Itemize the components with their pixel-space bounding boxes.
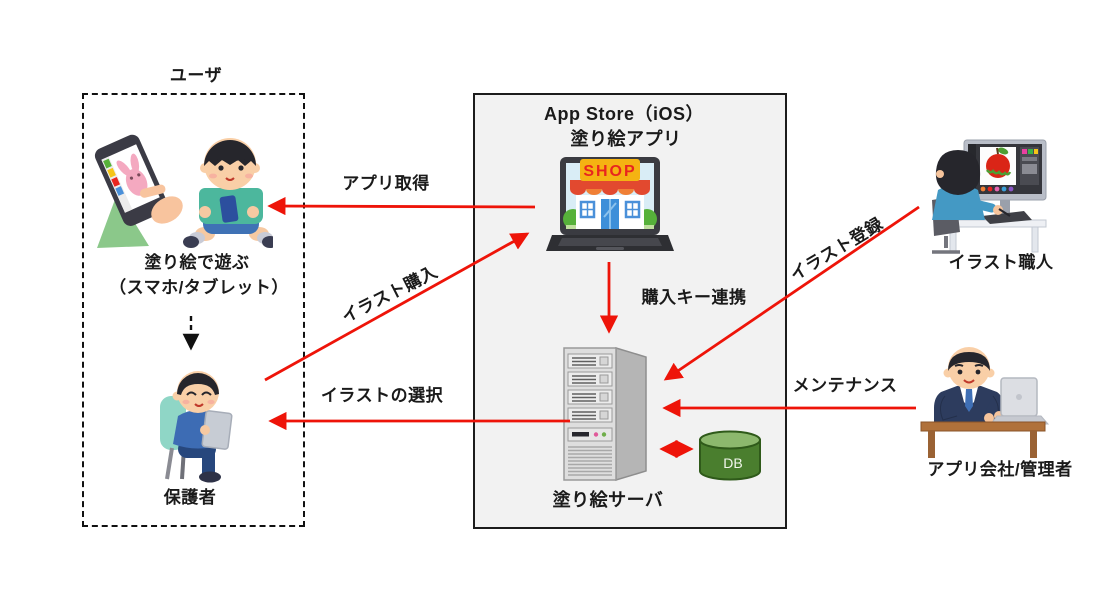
server-tower-icon bbox=[563, 346, 647, 482]
admin-label: アプリ会社/管理者 bbox=[927, 460, 1073, 479]
pointing-hand-shape bbox=[139, 184, 183, 224]
guardian-shape bbox=[172, 371, 233, 483]
play-caption-line1: 塗り絵で遊ぶ bbox=[144, 253, 250, 272]
illustrator-label: イラスト職人 bbox=[948, 253, 1054, 272]
admin-person-shape bbox=[934, 347, 1004, 423]
flow-label-illust-register: イラスト登録 bbox=[786, 214, 887, 285]
sleeve-shape bbox=[97, 194, 149, 248]
flow-label-purchase-key: 購入キー連携 bbox=[641, 288, 747, 307]
db-label: DB bbox=[723, 455, 742, 471]
flow-label-maintenance: メンテナンス bbox=[792, 376, 898, 395]
app-store-shop-icon: SHOP bbox=[546, 157, 674, 251]
illustrator-illustration bbox=[932, 139, 1047, 254]
flow-label-app-get: アプリ取得 bbox=[342, 174, 430, 193]
vent-grille bbox=[568, 446, 612, 476]
monitor-shape bbox=[963, 139, 1047, 220]
shop-sign bbox=[580, 159, 640, 181]
illustrator-person-shape bbox=[932, 150, 1011, 220]
user-box-title: ユーザ bbox=[169, 66, 223, 85]
flow-label-illust-purchase: イラスト購入 bbox=[338, 262, 441, 327]
server-label: 塗り絵サーバ bbox=[552, 490, 664, 510]
database-icon: DB bbox=[699, 430, 761, 481]
child-playing-illustration bbox=[94, 134, 273, 248]
laptop-shape bbox=[990, 377, 1050, 425]
pen-tablet-shape bbox=[982, 211, 1032, 224]
child-shape bbox=[183, 138, 273, 248]
appstore-title-line2: 塗り絵アプリ bbox=[570, 129, 682, 149]
guardian-illustration bbox=[160, 371, 233, 483]
awning-shape bbox=[570, 180, 650, 195]
guardian-label: 保護者 bbox=[163, 488, 217, 507]
desk-shape bbox=[920, 421, 1046, 458]
play-caption-line2: （スマホ/タブレット） bbox=[109, 278, 289, 297]
shop-sign-text: SHOP bbox=[583, 163, 636, 180]
admin-illustration bbox=[920, 347, 1050, 458]
appstore-title-line1: App Store（iOS） bbox=[543, 104, 705, 124]
flow-label-illust-select: イラストの選択 bbox=[320, 386, 444, 405]
